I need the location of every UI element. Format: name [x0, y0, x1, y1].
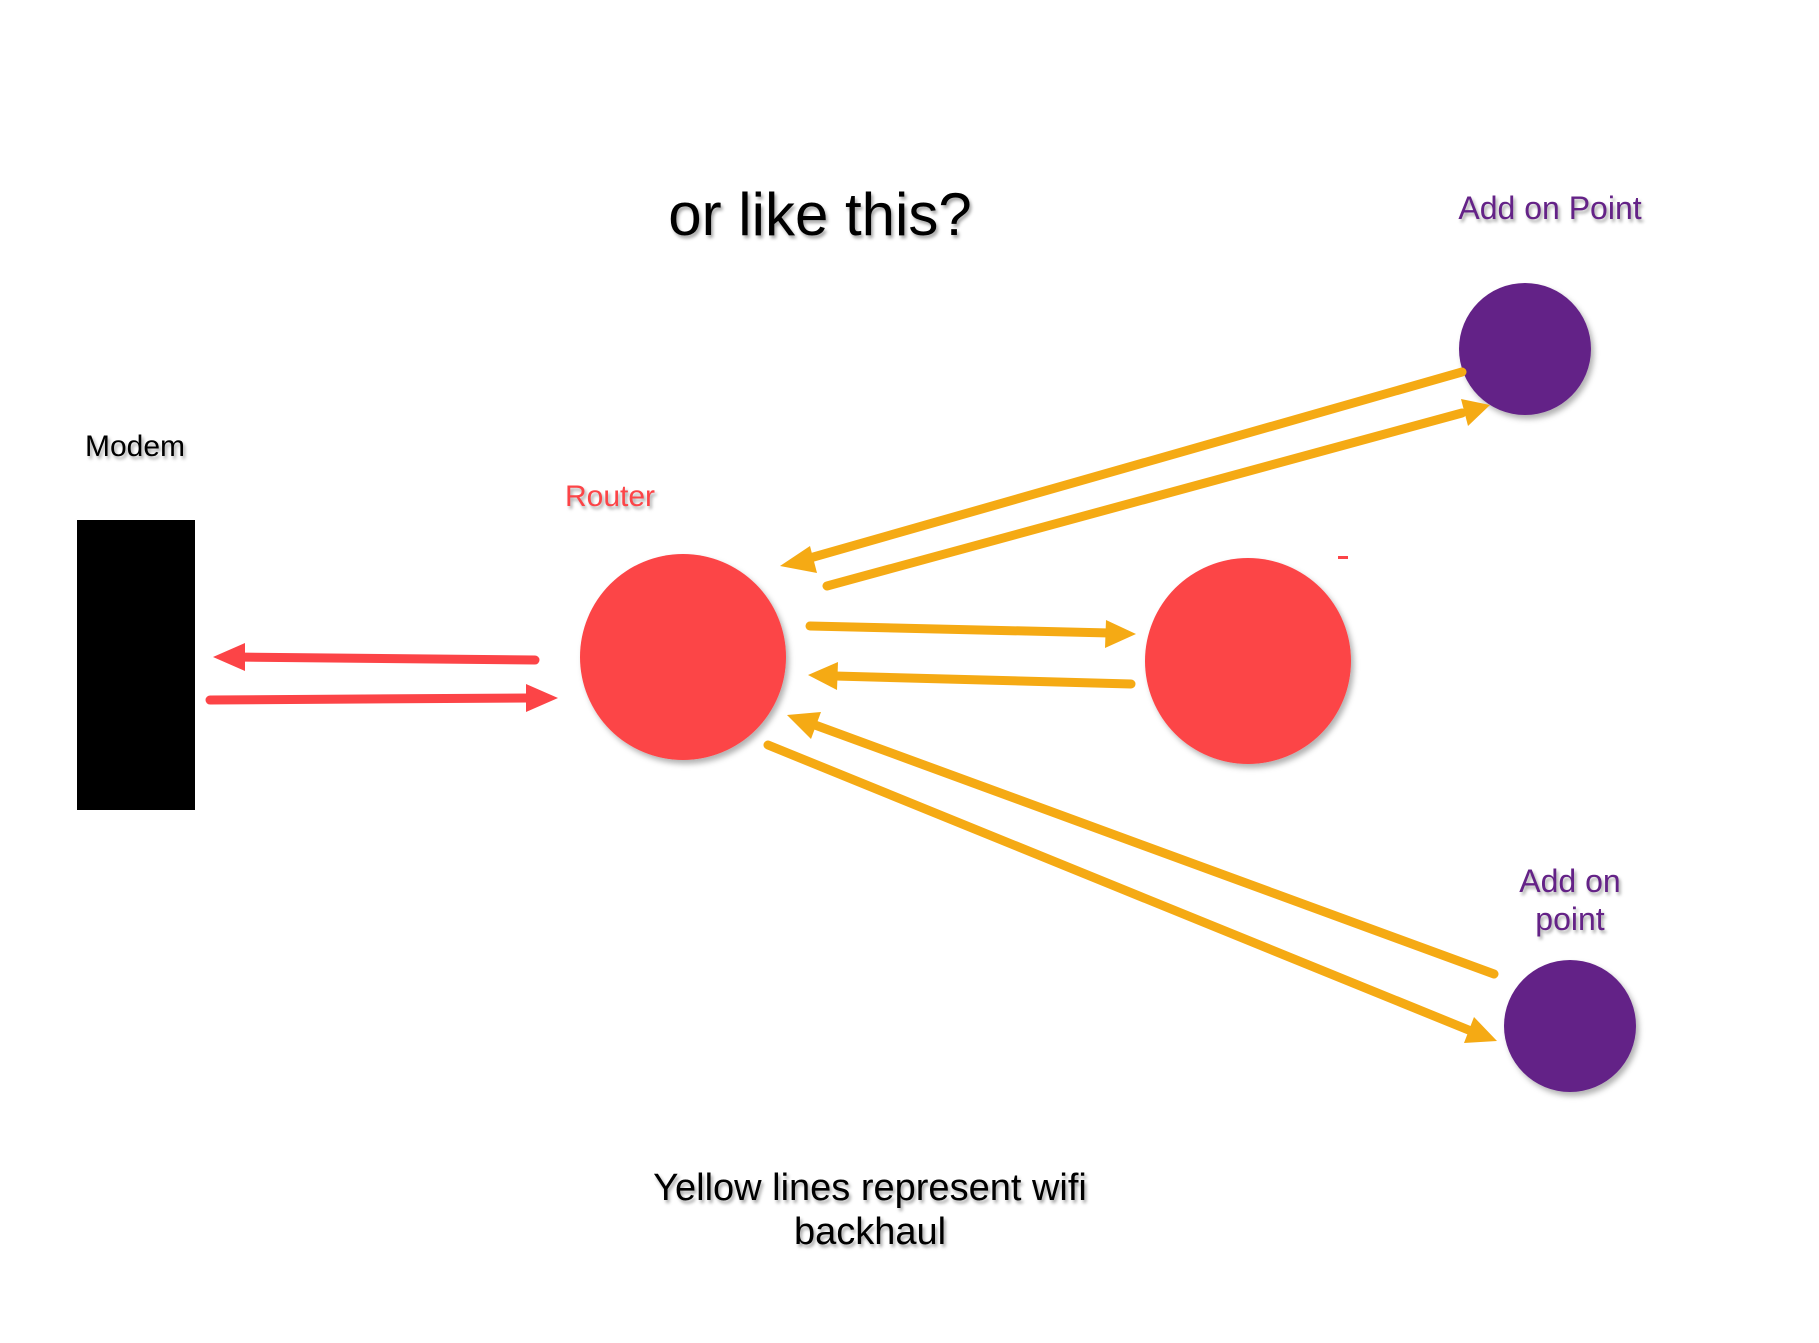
wifi-link-router-to-addon-bottom — [763, 740, 1497, 1043]
addon-bottom-node — [1504, 960, 1636, 1092]
diagram-title: or like this? — [668, 181, 972, 248]
wifi-link-router-to-addon-top — [822, 399, 1490, 591]
router-node — [580, 554, 786, 760]
addon-top-node — [1459, 283, 1591, 415]
wifi-link-satellite-to-router — [808, 662, 1136, 690]
satellite-router-node — [1145, 558, 1351, 764]
satellite-dash-mark — [1338, 556, 1348, 559]
legend-caption: Yellow lines represent wifi backhaul — [650, 1166, 1090, 1254]
modem-label: Modem — [84, 430, 186, 463]
wifi-link-router-to-satellite — [805, 620, 1136, 648]
addon-bottom-label-line2: point — [1535, 901, 1605, 937]
addon-bottom-label: Add on point — [1500, 862, 1640, 938]
caption-line1: Yellow lines represent wifi — [653, 1167, 1087, 1209]
addon-top-label: Add on Point — [1458, 190, 1642, 226]
caption-line2: backhaul — [793, 1211, 947, 1253]
wifi-link-addon-top-to-router — [780, 367, 1467, 573]
modem-box — [77, 520, 195, 810]
wired-link-to-modem — [213, 643, 540, 671]
wifi-link-addon-bottom-to-router — [787, 712, 1499, 979]
wired-link-to-router — [205, 684, 558, 712]
addon-bottom-label-line1: Add on — [1519, 863, 1621, 899]
router-label: Router — [564, 480, 656, 513]
